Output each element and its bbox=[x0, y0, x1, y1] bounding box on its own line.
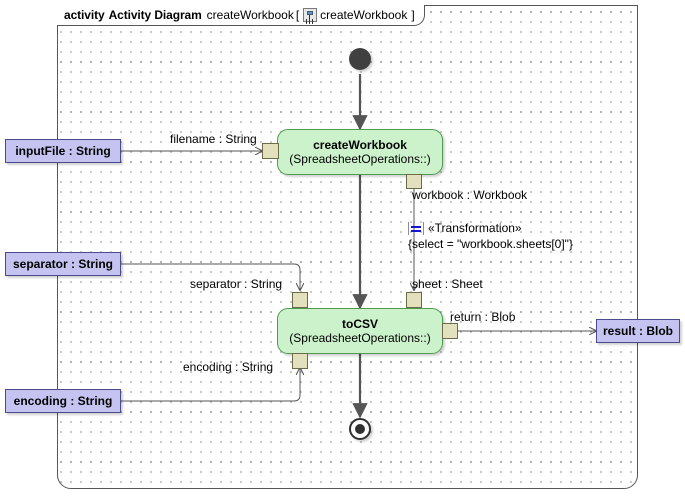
pin-separator[interactable] bbox=[292, 292, 308, 308]
frame-keyword: activity bbox=[64, 8, 105, 22]
frame-bracket-close: ] bbox=[411, 8, 415, 22]
initial-node[interactable] bbox=[349, 48, 371, 70]
pin-filename[interactable] bbox=[262, 143, 279, 159]
parameter-result[interactable]: result : Blob bbox=[596, 319, 680, 343]
activity-final-node[interactable] bbox=[349, 418, 371, 440]
transformation-stereotype: «Transformation» bbox=[428, 221, 522, 235]
transformation-expression: {select = "workbook.sheets[0]"} bbox=[408, 237, 573, 251]
parameter-result-label: result : Blob bbox=[602, 324, 673, 338]
frame-name: createWorkbook bbox=[206, 8, 294, 22]
frame-title-tab: activity Activity Diagram createWorkbook… bbox=[57, 5, 425, 26]
parameter-separator[interactable]: separator : String bbox=[5, 252, 121, 276]
parameter-inputfile-label: inputFile : String bbox=[15, 144, 111, 158]
parameter-separator-label: separator : String bbox=[12, 257, 114, 271]
pin-workbook[interactable] bbox=[406, 174, 422, 189]
edge-label-filename: filename : String bbox=[170, 132, 257, 146]
equals-icon bbox=[408, 222, 424, 235]
transformation-annotation[interactable]: «Transformation» {select = "workbook.she… bbox=[408, 221, 573, 252]
frame-bracket-open: [ bbox=[295, 8, 300, 22]
edge-label-encoding: encoding : String bbox=[183, 360, 274, 374]
parameter-encoding-label: encoding : String bbox=[13, 394, 113, 408]
action-tocsv[interactable]: toCSV (SpreadsheetOperations::) bbox=[277, 308, 443, 354]
edge-label-separator: separator : String bbox=[190, 277, 283, 291]
frame-inner-name: createWorkbook bbox=[320, 8, 408, 22]
edge-label-workbook: workbook : Workbook bbox=[412, 188, 528, 202]
frame-stereotype: Activity Diagram bbox=[108, 8, 202, 22]
pin-return[interactable] bbox=[442, 323, 458, 339]
edge-label-return: return : Blob bbox=[450, 310, 516, 324]
action-tocsv-name: toCSV bbox=[342, 316, 378, 331]
action-createworkbook[interactable]: createWorkbook (SpreadsheetOperations::) bbox=[277, 129, 443, 175]
parameter-encoding[interactable]: encoding : String bbox=[5, 389, 121, 413]
action-tocsv-qualifier: (SpreadsheetOperations::) bbox=[289, 330, 431, 345]
parameter-inputfile[interactable]: inputFile : String bbox=[5, 139, 121, 163]
action-createworkbook-name: createWorkbook bbox=[313, 137, 407, 152]
pin-sheet[interactable] bbox=[406, 292, 422, 308]
pin-encoding[interactable] bbox=[292, 353, 308, 369]
activity-diagram-icon bbox=[303, 8, 318, 22]
action-createworkbook-qualifier: (SpreadsheetOperations::) bbox=[289, 151, 431, 166]
edge-label-sheet: sheet : Sheet bbox=[412, 277, 483, 291]
